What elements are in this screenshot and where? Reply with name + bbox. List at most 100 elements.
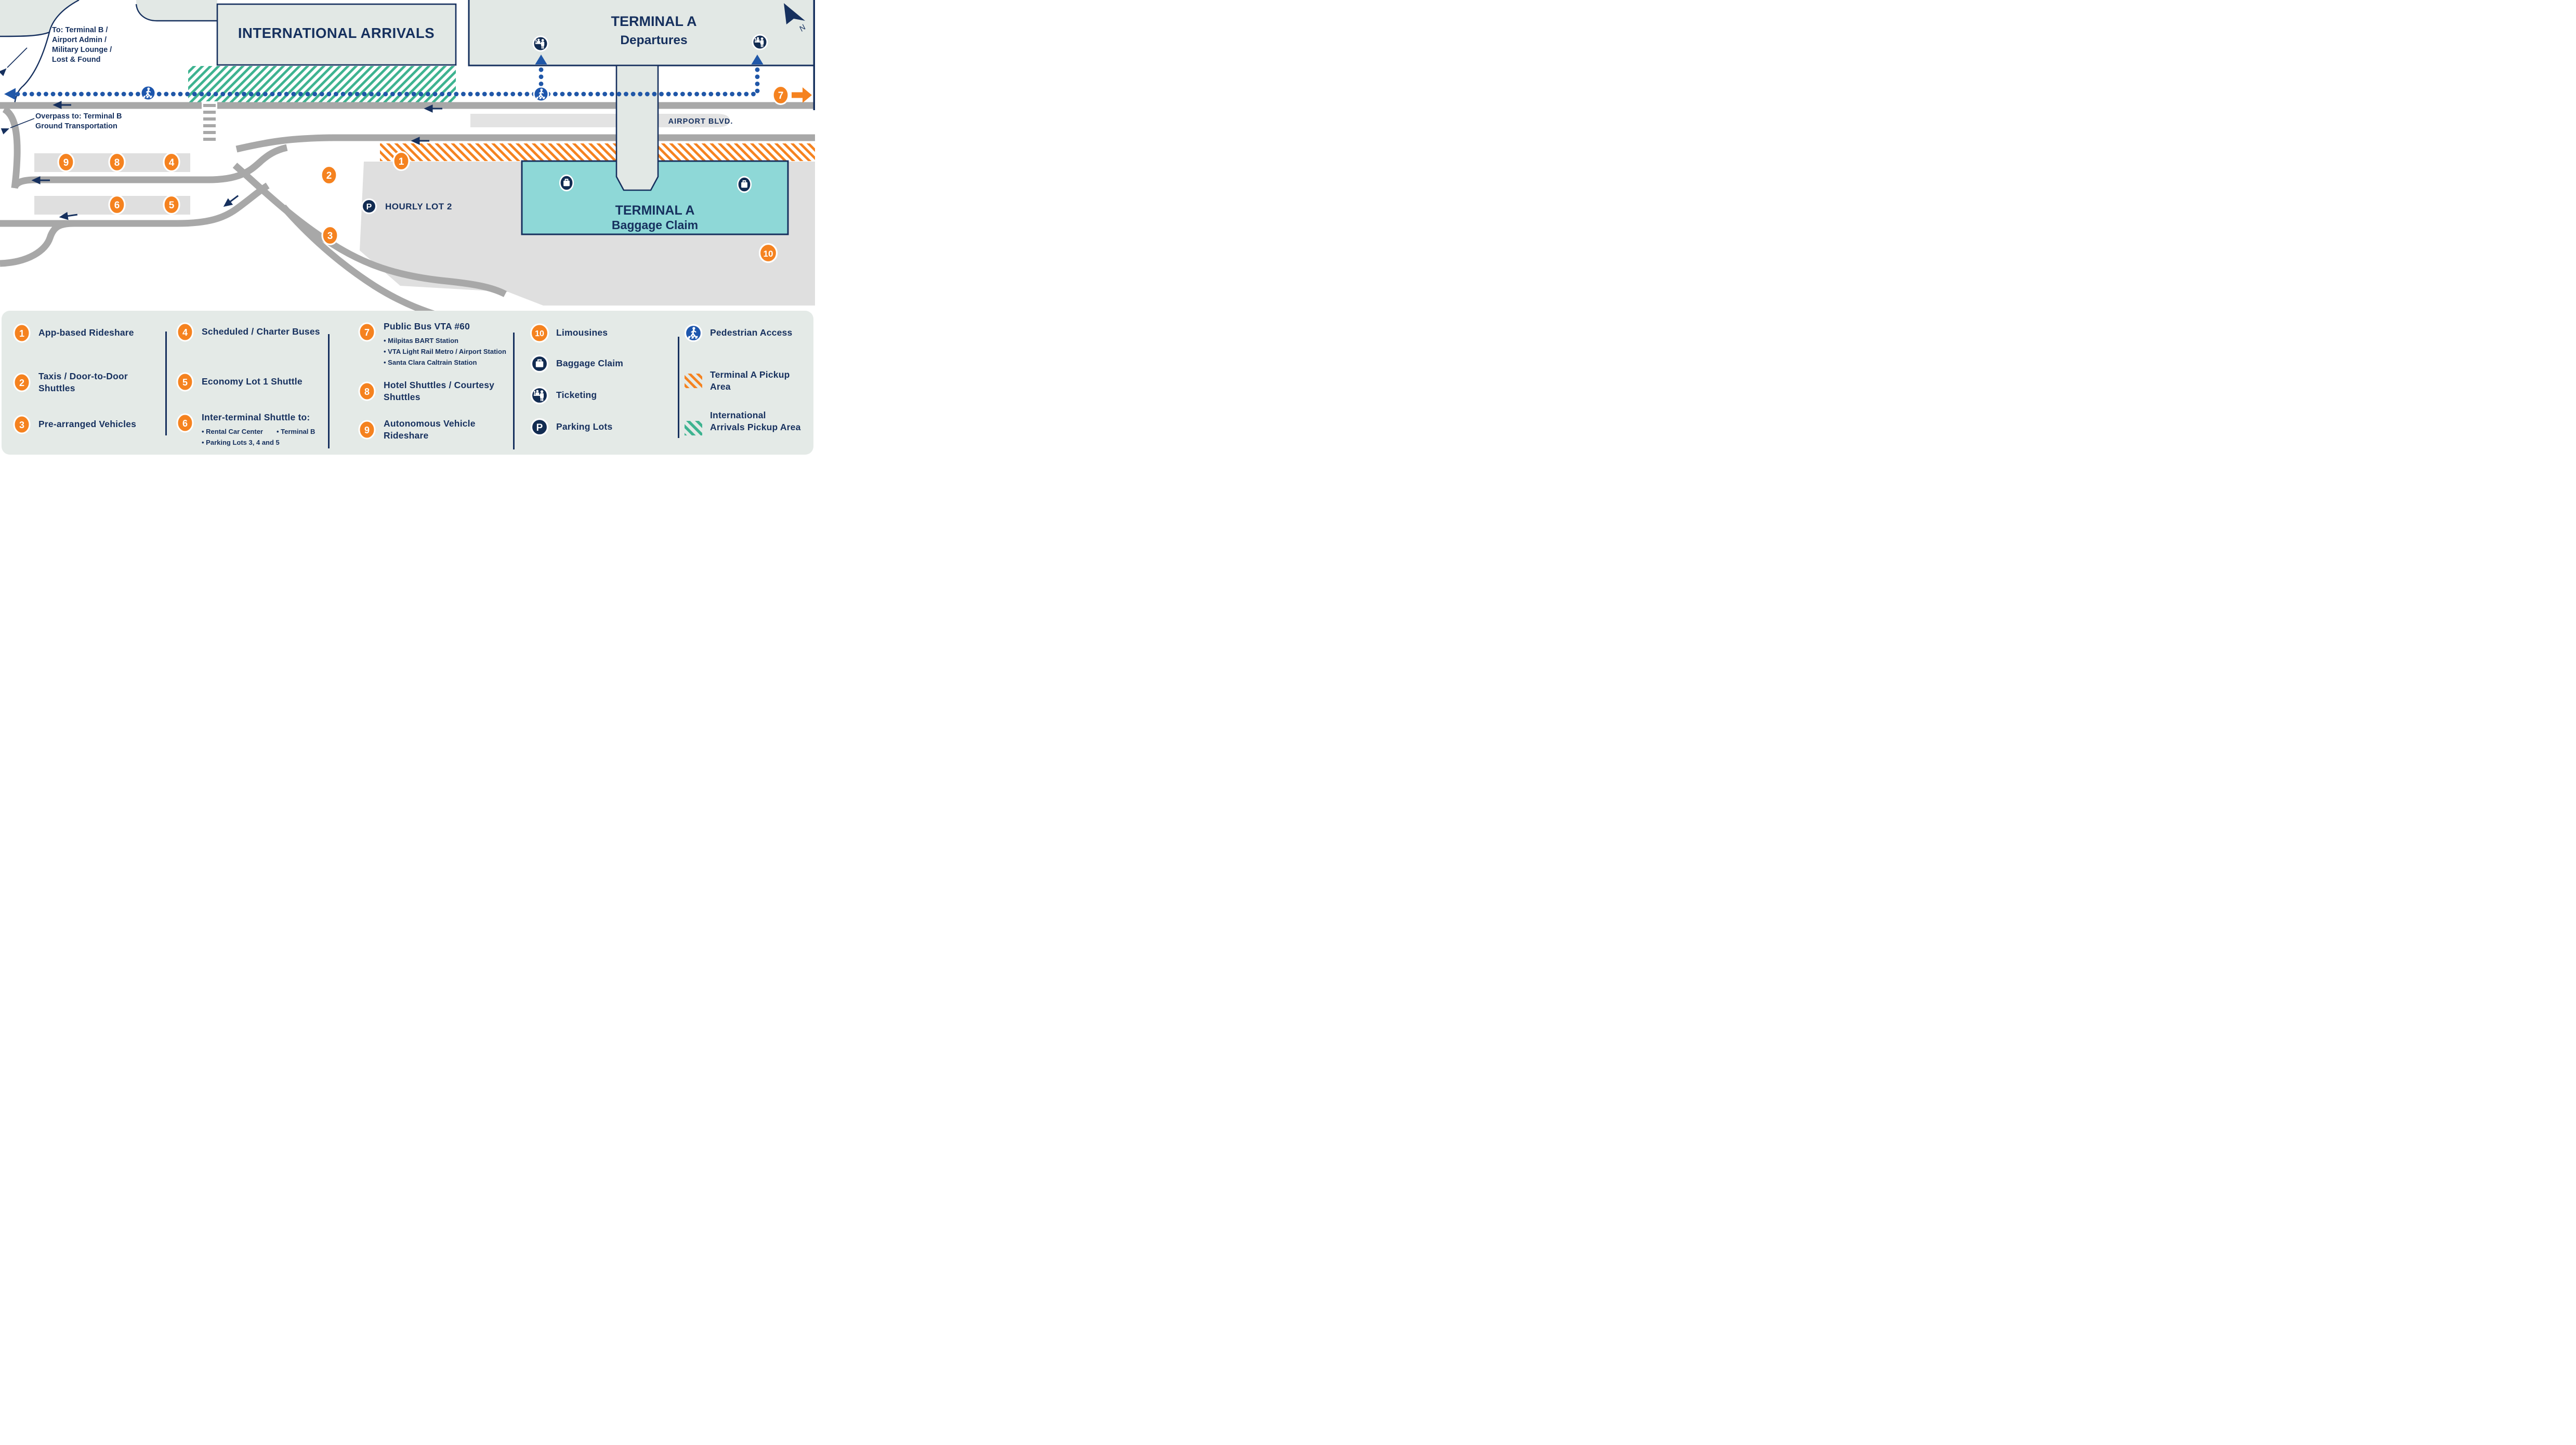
svg-text:3: 3 — [327, 231, 333, 242]
annotation-arrows — [0, 47, 35, 135]
legend-area-label: International Arrivals Pickup Area — [710, 410, 801, 433]
legend-area-international-pickup: International Arrivals Pickup Area — [684, 409, 803, 447]
airport-terminal-a-map: TERMINAL A Baggage Claim P 9 8 4 6 5 1 2… — [0, 0, 815, 457]
international-arrivals-title: INTERNATIONAL ARRIVALS — [238, 25, 435, 41]
legend-item-10: 10 Limousines — [530, 322, 663, 344]
marker-7: 7 — [772, 85, 812, 105]
terminal-a-departures-line2: Departures — [620, 33, 687, 47]
parking-icon: P — [530, 418, 549, 436]
map-labels: To: Terminal B / Airport Admin / Militar… — [35, 14, 733, 211]
legend-item-bullets: Milpitas BART Station VTA Light Rail Met… — [384, 336, 515, 368]
marker-2-icon: 2 — [13, 373, 31, 392]
marker-6: 6 — [108, 194, 126, 215]
baggage-claim-icon — [530, 354, 549, 373]
terminal-a-pickup-swatch — [685, 374, 702, 389]
marker-5-icon: 5 — [176, 372, 194, 392]
terminal-walkway-corridor — [615, 64, 659, 191]
legend-panel: 1 App-based Rideshare 2 Taxis / Door-to-… — [2, 311, 813, 455]
road-diagonal — [232, 163, 507, 297]
legend-item-label: Scheduled / Charter Buses — [202, 326, 320, 337]
legend-area-label: Pedestrian Access — [710, 327, 793, 338]
legend-facility-label: Parking Lots — [556, 421, 613, 432]
svg-text:Lost & Found: Lost & Found — [52, 56, 100, 64]
legend-item-9: 9 Autonomous Vehicle Rideshare — [357, 418, 515, 442]
svg-text:8: 8 — [114, 157, 120, 168]
legend-item-label: Hotel Shuttles / Courtesy Shuttles — [384, 380, 495, 403]
overpass-label: Overpass to: Terminal B — [35, 112, 122, 121]
airport-blvd-label: AIRPORT BLVD. — [668, 117, 733, 126]
marker-8-icon: 8 — [358, 381, 376, 401]
pedestrian-crossing-icon — [140, 85, 156, 101]
parking-icon: P — [361, 198, 377, 214]
legend-item-5: 5 Economy Lot 1 Shuttle — [175, 370, 324, 393]
legend-item-1: 1 App-based Rideshare — [12, 322, 161, 344]
legend-item-label: Public Bus VTA #60 — [384, 321, 470, 332]
ticketing-icon — [532, 35, 549, 52]
marker-8: 8 — [108, 152, 126, 173]
svg-text:P: P — [536, 422, 543, 433]
international-arrivals-building — [216, 3, 457, 66]
legend-item-7: 7 Public Bus VTA #60 Milpitas BART Stati… — [357, 321, 515, 368]
marker-3-icon: 3 — [13, 415, 31, 434]
legend-item-label: Pre-arranged Vehicles — [38, 419, 137, 430]
svg-text:6: 6 — [182, 418, 188, 429]
baggage-claim-icon — [559, 174, 574, 192]
airport-blvd-median — [470, 114, 730, 127]
roads — [0, 102, 815, 327]
international-arrivals-pickup-area — [188, 66, 456, 103]
marker-4: 4 — [163, 152, 180, 173]
marker-2: 2 — [320, 165, 338, 185]
legend-item-4: 4 Scheduled / Charter Buses — [175, 321, 324, 343]
hourly-lot-2-label: HOURLY LOT 2 — [385, 202, 452, 211]
ticketing-icon — [752, 34, 768, 50]
legend-facility-baggage: Baggage Claim — [530, 352, 663, 375]
path-arrow-up-right — [751, 55, 764, 64]
legend-area-label: Terminal A Pickup Area — [710, 369, 790, 392]
road-main-lower — [235, 134, 815, 153]
marker-10-icon: 10 — [530, 323, 549, 343]
legend-item-label: Autonomous Vehicle Rideshare — [384, 418, 476, 441]
pedestrian-path — [15, 67, 760, 97]
legend-facility-parking: P Parking Lots — [530, 416, 663, 439]
exit-arrow-right — [792, 87, 812, 103]
svg-text:3: 3 — [19, 420, 24, 430]
crosswalk — [202, 101, 217, 146]
legend-area-pedestrian: Pedestrian Access — [684, 322, 803, 344]
legend-item-label: Economy Lot 1 Shuttle — [202, 376, 303, 387]
legend-facility-label: Baggage Claim — [556, 358, 624, 369]
legend-item-6: 6 Inter-terminal Shuttle to: Rental Car … — [175, 412, 328, 448]
svg-text:5: 5 — [169, 200, 175, 211]
marker-1-icon: 1 — [13, 323, 31, 343]
legend-item-bullets: Rental Car CenterTerminal B Parking Lots… — [202, 427, 328, 448]
svg-text:1: 1 — [399, 156, 404, 167]
svg-text:9: 9 — [364, 425, 370, 435]
legend-item-8: 8 Hotel Shuttles / Courtesy Shuttles — [357, 379, 515, 403]
road-island-lower — [0, 182, 270, 227]
marker-9-icon: 9 — [358, 420, 376, 440]
path-arrow-up-mid — [535, 55, 547, 64]
svg-text:9: 9 — [63, 157, 69, 168]
svg-text:Airport Admin /: Airport Admin / — [52, 36, 107, 44]
svg-text:Military Lounge /: Military Lounge / — [52, 46, 112, 54]
baggage-claim-icon — [737, 176, 752, 193]
marker-7-icon: 7 — [358, 322, 376, 342]
legend-divider — [165, 332, 167, 435]
svg-text:P: P — [366, 203, 372, 211]
path-arrow-left — [4, 88, 16, 100]
baggage-claim-title-line2: Baggage Claim — [612, 218, 698, 232]
map-markers: 9 8 4 6 5 1 2 3 10 7 — [57, 85, 812, 263]
svg-text:Ground Transportation: Ground Transportation — [35, 122, 117, 130]
road-bottom-loop — [0, 220, 74, 267]
road-left-loop — [2, 106, 21, 189]
legend-facility-ticketing: Ticketing — [530, 384, 663, 407]
svg-text:5: 5 — [182, 377, 188, 388]
terminal-a-pickup-area — [380, 143, 815, 161]
traffic-arrows — [31, 101, 442, 220]
marker-5: 5 — [163, 194, 180, 215]
marker-1: 1 — [392, 151, 410, 171]
svg-text:4: 4 — [182, 327, 188, 338]
svg-text:1: 1 — [19, 328, 24, 339]
legend-item-label: Limousines — [556, 327, 608, 338]
svg-text:4: 4 — [169, 157, 175, 168]
baggage-claim-title-line1: TERMINAL A — [615, 203, 695, 218]
